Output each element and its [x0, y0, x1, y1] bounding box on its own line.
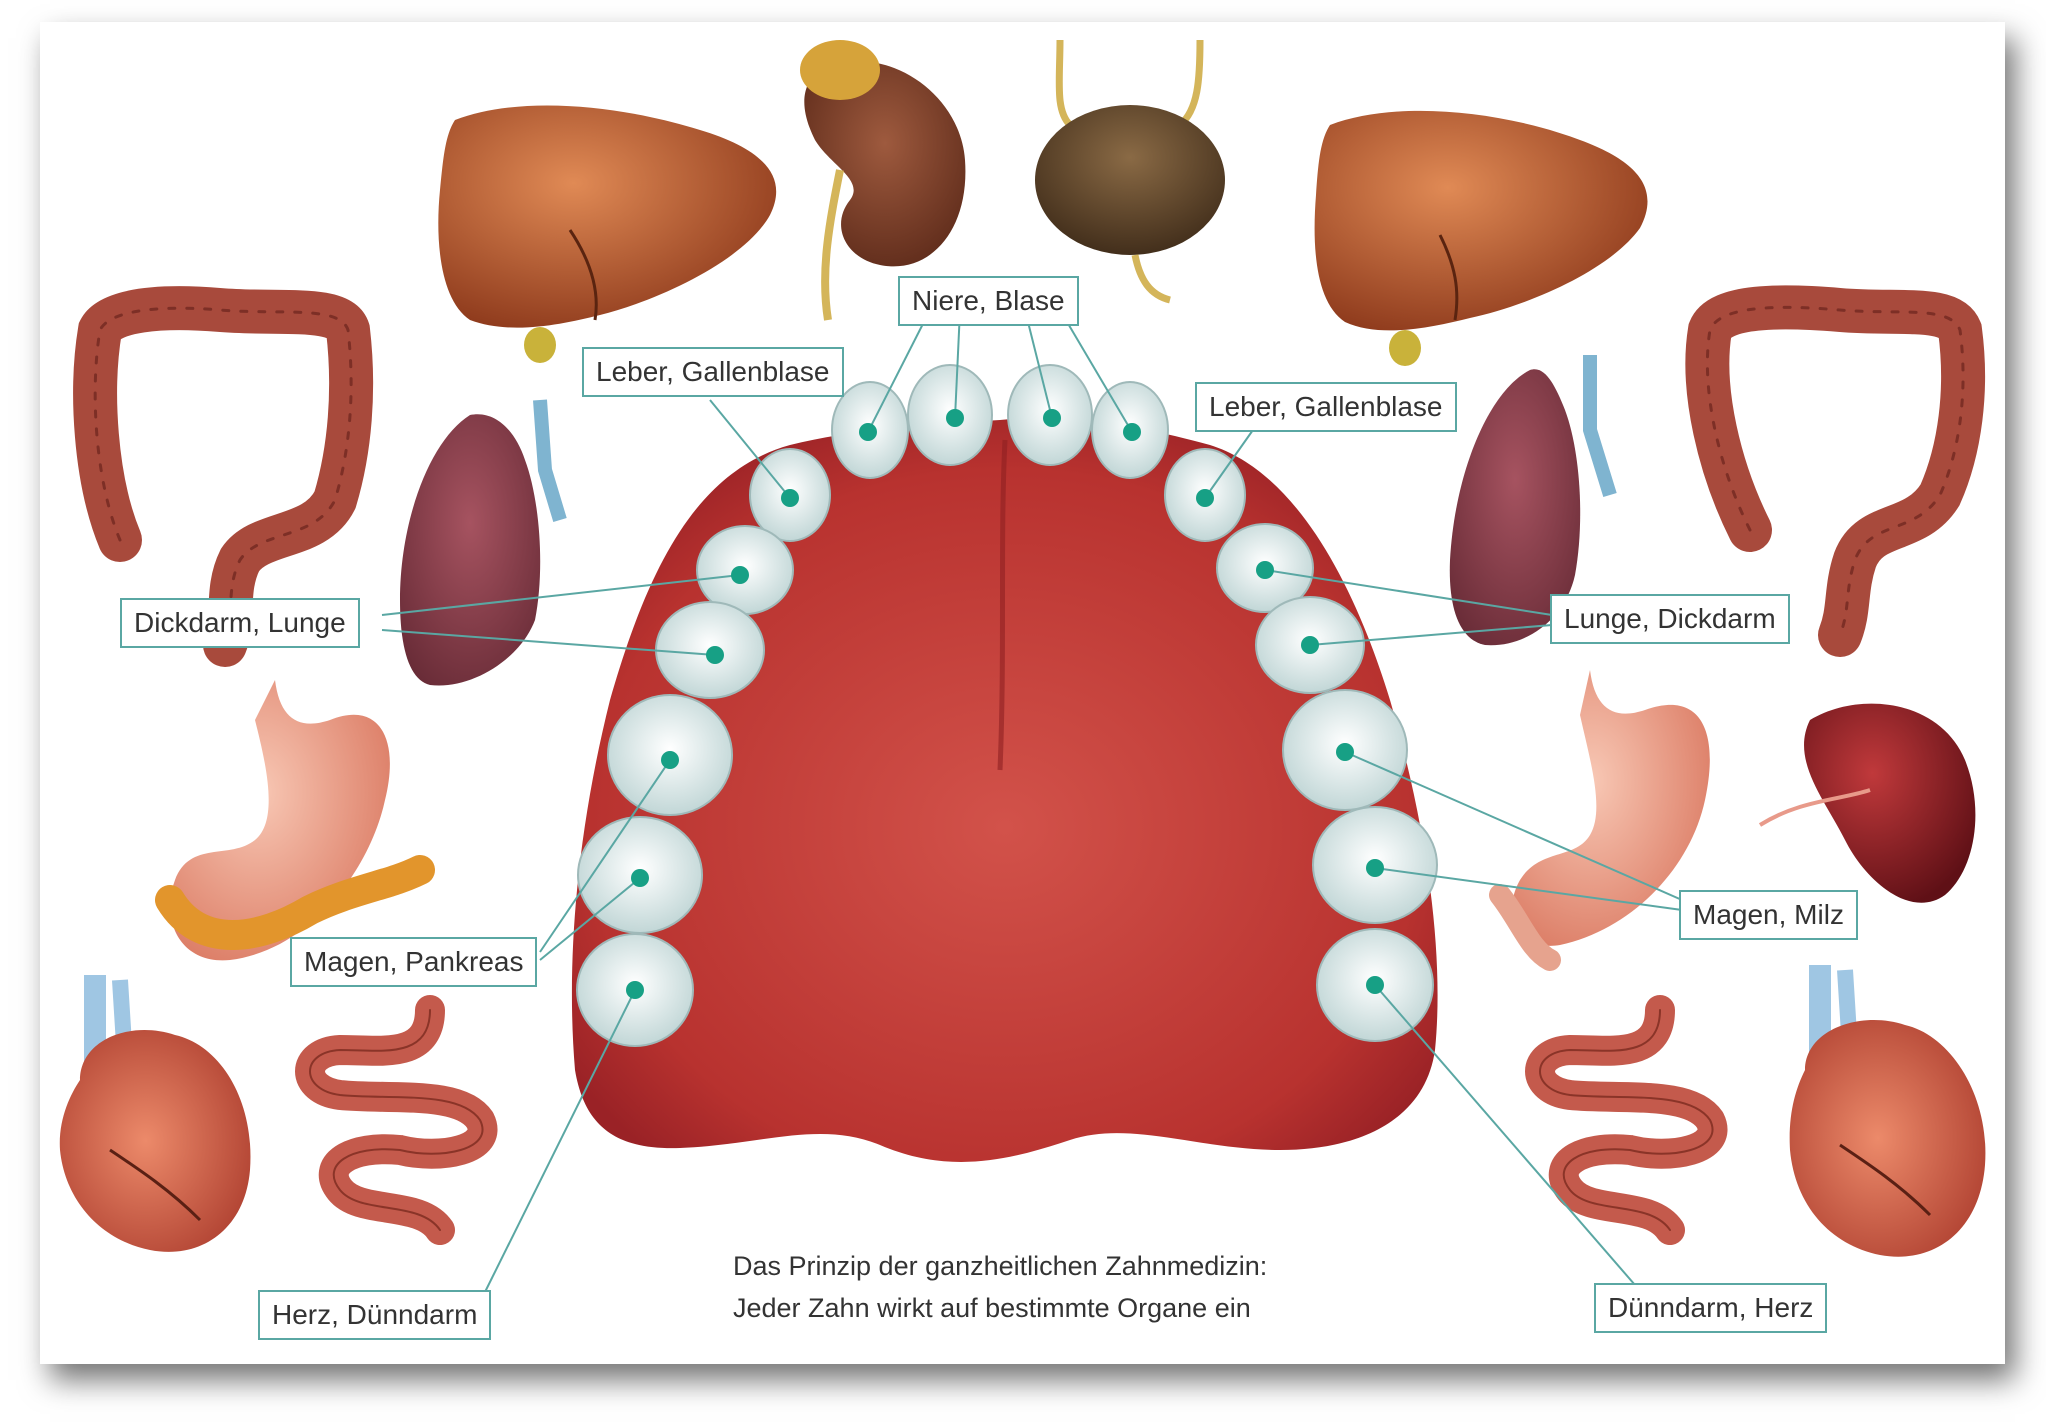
leader-line — [709, 399, 791, 499]
colon-right — [1685, 285, 1986, 657]
small-intestine-right — [1525, 995, 1728, 1245]
stomach-right — [1489, 670, 1710, 971]
leader-line — [1374, 984, 1636, 1286]
tooth-dot — [706, 646, 724, 664]
label-magen-pankreas: Magen, Pankreas — [290, 937, 538, 987]
caption-line-1: Das Prinzip der ganzheitlichen Zahnmediz… — [733, 1251, 1268, 1281]
tooth-dot — [1043, 409, 1061, 427]
tooth-dot — [1366, 976, 1384, 994]
label-dickdarm-lunge: Dickdarm, Lunge — [120, 598, 360, 648]
leader-line — [381, 574, 741, 616]
liver-right — [1314, 110, 1648, 366]
tooth-dot — [859, 423, 877, 441]
label-lunge-dickdarm: Lunge, Dickdarm — [1550, 594, 1790, 644]
stomach-pancreas-left — [155, 680, 435, 961]
tooth-dot — [631, 869, 649, 887]
spleen — [1758, 703, 1976, 903]
tooth-dot — [1366, 859, 1384, 877]
kidney — [800, 40, 966, 321]
caption-line-2: Jeder Zahn wirkt auf bestimmte Organe ei… — [733, 1293, 1251, 1323]
tooth-dot — [946, 409, 964, 427]
leader-line — [1344, 751, 1683, 901]
leader-line — [484, 989, 636, 1293]
tooth-dot — [626, 981, 644, 999]
leader-line — [954, 309, 961, 419]
bladder — [1035, 39, 1225, 304]
colon-left — [73, 286, 374, 667]
leader-line — [1309, 624, 1553, 646]
tooth-dot — [781, 489, 799, 507]
tooth-dot — [1196, 489, 1214, 507]
label-leber-gallenblase-right: Leber, Gallenblase — [1195, 382, 1457, 432]
label-niere-blase: Niere, Blase — [898, 276, 1079, 326]
leader-line — [1024, 309, 1053, 419]
liver-left — [438, 105, 777, 363]
heart-left — [59, 975, 251, 1252]
tooth-dot — [1123, 423, 1141, 441]
lung-right — [1449, 355, 1617, 646]
leader-lines — [381, 309, 1683, 1293]
tooth-dot — [731, 566, 749, 584]
leader-line — [1204, 419, 1261, 499]
label-herz-duenndarm: Herz, Dünndarm — [258, 1290, 492, 1340]
label-leber-gallenblase-left: Leber, Gallenblase — [582, 347, 844, 397]
tooth-dot — [1336, 743, 1354, 761]
tooth-dot — [1301, 636, 1319, 654]
leader-line — [867, 309, 931, 433]
leader-line — [1374, 867, 1683, 911]
tooth-dot — [1256, 561, 1274, 579]
palate — [571, 418, 1438, 1162]
leader-line — [539, 759, 671, 953]
leader-line — [381, 629, 716, 656]
caption: Das Prinzip der ganzheitlichen Zahnmediz… — [733, 1245, 1267, 1329]
heart-right — [1789, 965, 1986, 1257]
leader-line — [1264, 569, 1553, 616]
lung-left — [400, 399, 567, 686]
label-magen-milz: Magen, Milz — [1679, 890, 1858, 940]
leader-line — [539, 877, 641, 961]
label-duenndarm-herz: Dünndarm, Herz — [1594, 1283, 1828, 1333]
tooth-dot — [661, 751, 679, 769]
small-intestine-left — [295, 995, 498, 1245]
leader-line — [1059, 309, 1133, 433]
